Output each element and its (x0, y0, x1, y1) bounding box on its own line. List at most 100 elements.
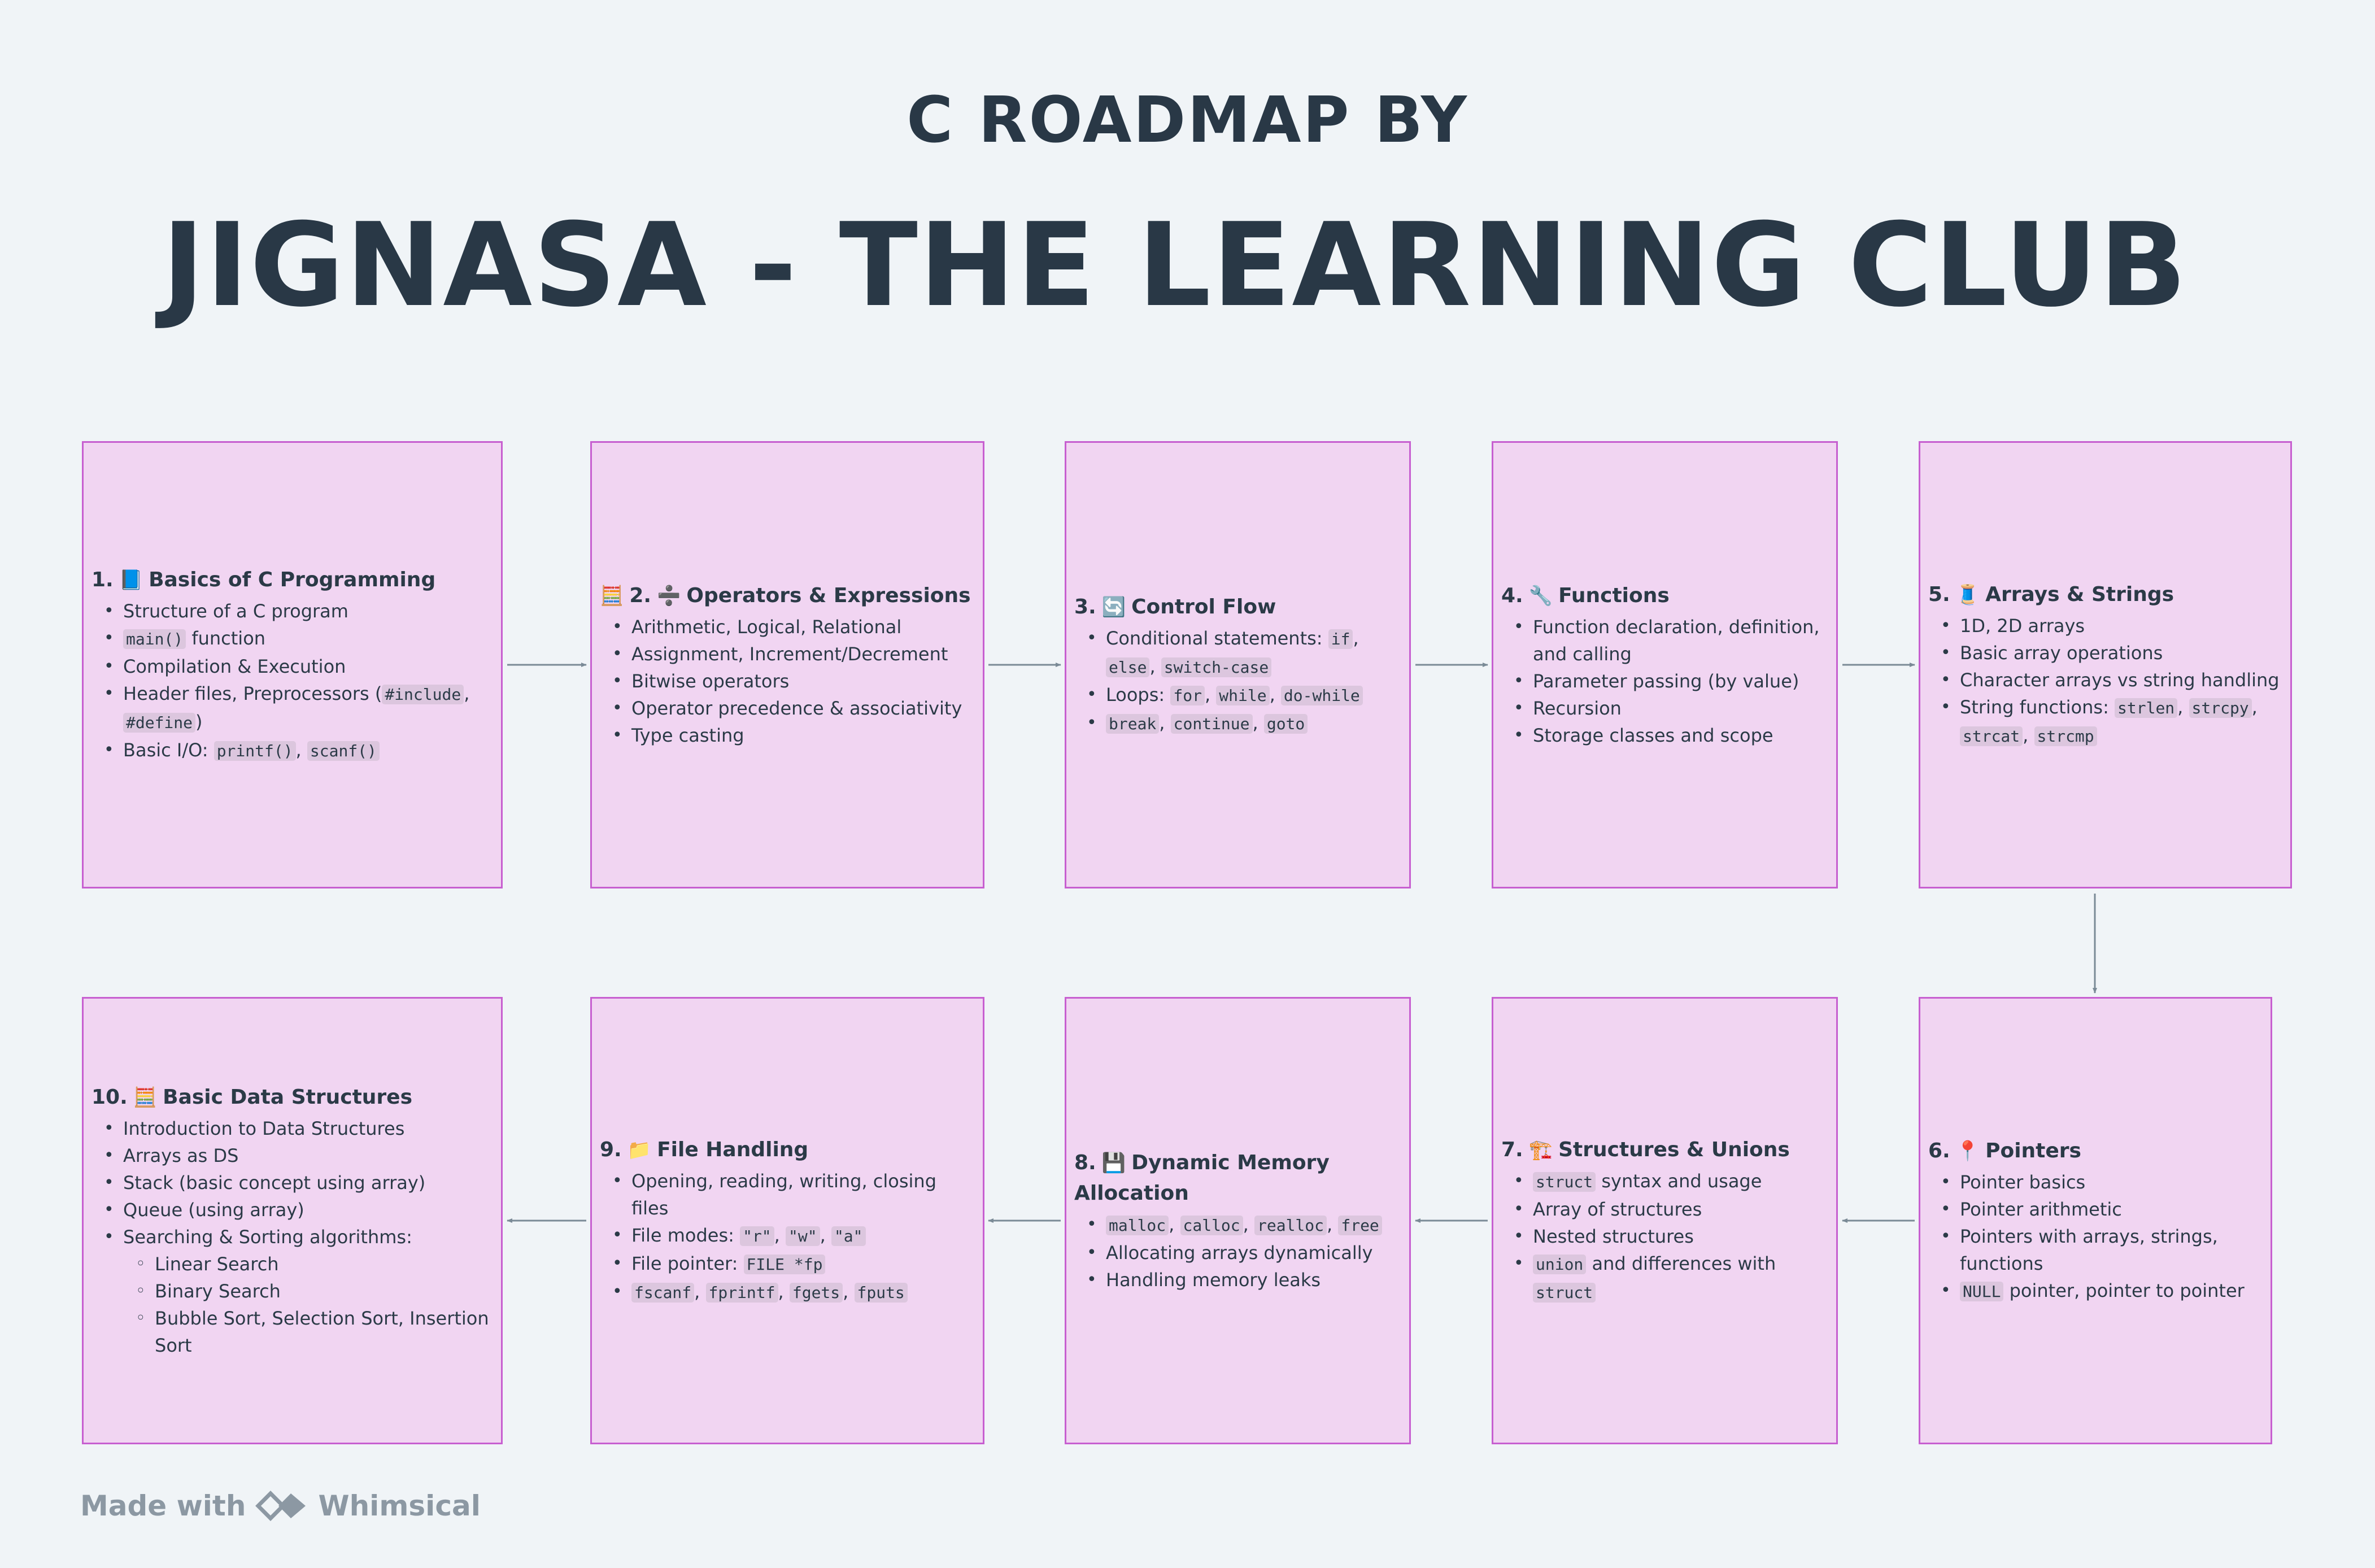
step-title: Pointers (1985, 1139, 2081, 1162)
topic-text: Arrays as DS (123, 1145, 239, 1166)
code-token: "a" (831, 1226, 866, 1246)
topic-text: , (1159, 712, 1171, 734)
topic-item: String functions: strlen, strcpy, strcat… (1941, 694, 2282, 750)
step-title: Structures & Unions (1558, 1138, 1790, 1161)
topic-item: Operator precedence & associativity (612, 695, 975, 722)
step-heading: 1.📘Basics of C Programming (91, 565, 493, 595)
topic-item: fscanf, fprintf, fgets, fputs (612, 1278, 975, 1306)
code-token: while (1216, 686, 1270, 705)
topic-text: Bitwise operators (631, 670, 790, 692)
code-token: do-while (1280, 686, 1363, 705)
topic-text: Storage classes and scope (1533, 725, 1773, 746)
topic-text: Loops: (1106, 684, 1171, 705)
topic-text: , (1252, 712, 1264, 734)
topic-text: , (1269, 684, 1281, 705)
step-number: 3. (1074, 595, 1096, 619)
step-heading: 5.🧵Arrays & Strings (1928, 580, 2282, 610)
step-box-6[interactable]: 6.📍PointersPointer basicsPointer arithme… (1919, 997, 2272, 1444)
step-box-4[interactable]: 4.🔧FunctionsFunction declaration, defini… (1492, 441, 1838, 888)
step-number: 4. (1501, 584, 1523, 607)
topic-text: , (1149, 656, 1161, 677)
topic-text: Introduction to Data Structures (123, 1118, 405, 1139)
step-heading: 7.🏗️Structures & Unions (1501, 1135, 1828, 1165)
topic-list: Arithmetic, Logical, RelationalAssignmen… (600, 613, 975, 749)
code-token: else (1106, 657, 1150, 677)
step-number: 10. (91, 1086, 128, 1109)
step-number: 5. (1928, 583, 1950, 606)
code-token: calloc (1180, 1216, 1243, 1235)
topic-text: Character arrays vs string handling (1960, 669, 2280, 691)
step-title: Basic Data Structures (163, 1086, 413, 1109)
topic-text: , (1353, 628, 1359, 649)
topic-list: Function declaration, definition, and ca… (1501, 613, 1828, 749)
code-token: strcpy (2189, 698, 2252, 718)
topic-list: Structure of a C programmain() functionC… (91, 598, 493, 765)
topic-text: function (186, 628, 266, 649)
step-emoji-icon: 🔧 (1528, 585, 1553, 607)
topic-list: Introduction to Data StructuresArrays as… (91, 1115, 493, 1359)
topic-item: Header files, Preprocessors (#include, #… (104, 680, 493, 737)
topic-text: Assignment, Increment/Decrement (631, 643, 948, 665)
whimsical-brand: Whimsical (318, 1489, 481, 1522)
topic-text: Conditional statements: (1106, 628, 1328, 649)
code-token: scanf() (307, 741, 380, 761)
step-number: 7. (1501, 1138, 1523, 1161)
topic-item: Allocating arrays dynamically (1087, 1239, 1401, 1266)
topic-text: , (774, 1225, 786, 1246)
step-box-5[interactable]: 5.🧵Arrays & Strings 1D, 2D arraysBasic ar… (1919, 441, 2292, 888)
step-emoji-icon: 🧮 (133, 1086, 158, 1109)
topic-text: Pointer basics (1960, 1171, 2086, 1193)
made-with-label: Made with (80, 1489, 246, 1522)
topic-item: Function declaration, definition, and ca… (1514, 613, 1828, 668)
topic-text: , (2023, 725, 2034, 746)
step-box-9[interactable]: 9.📁File HandlingOpening, reading, writin… (590, 997, 984, 1444)
step-box-10[interactable]: 10.🧮Basic Data StructuresIntroduction to… (82, 997, 503, 1444)
step-box-2[interactable]: 🧮2.➗Operators & ExpressionsArithmetic, L… (590, 441, 984, 888)
topic-item: Basic I/O: printf(), scanf() (104, 737, 493, 765)
step-title: Functions (1558, 584, 1670, 607)
step-emoji-icon: 💾 (1101, 1152, 1126, 1174)
topic-text: , (464, 683, 470, 704)
topic-item: Handling memory leaks (1087, 1266, 1401, 1293)
step-heading: 8.💾Dynamic Memory Allocation (1074, 1148, 1401, 1209)
code-token: fputs (854, 1283, 908, 1303)
code-token: strcat (1960, 726, 2023, 746)
step-box-3[interactable]: 3.🔄Control FlowConditional statements: i… (1065, 441, 1411, 888)
topic-text: , (2251, 696, 2258, 718)
topic-item: Conditional statements: if, else, switch… (1087, 625, 1401, 681)
code-token: struct (1533, 1283, 1596, 1303)
topic-text: , (1327, 1214, 1339, 1235)
heading-lead-icon: 🧮 (600, 585, 624, 607)
topic-text: Array of structures (1533, 1199, 1702, 1220)
code-token: realloc (1254, 1216, 1327, 1235)
topic-item: Compilation & Execution (104, 653, 493, 680)
topic-item: File pointer: FILE *fp (612, 1250, 975, 1278)
code-token: fgets (789, 1283, 843, 1303)
made-with-footer[interactable]: Made with Whimsical (80, 1483, 481, 1528)
code-token: #include (382, 685, 464, 704)
subtitle: C ROADMAP BY (907, 84, 1468, 157)
topic-item: Storage classes and scope (1514, 722, 1828, 749)
step-emoji-icon: 📍 (1955, 1140, 1980, 1162)
topic-text: pointer, pointer to pointer (2003, 1280, 2245, 1301)
topic-item: Searching & Sorting algorithms: (104, 1223, 493, 1251)
code-token: fprintf (705, 1283, 778, 1303)
step-number: 6. (1928, 1139, 1950, 1162)
topic-item: Arrays as DS (104, 1142, 493, 1169)
step-heading: 10.🧮Basic Data Structures (91, 1082, 493, 1113)
step-box-1[interactable]: 1.📘Basics of C ProgrammingStructure of a… (82, 441, 503, 888)
step-box-8[interactable]: 8.💾Dynamic Memory Allocationmalloc, call… (1065, 997, 1411, 1444)
topic-text: Bubble Sort, Selection Sort, Insertion S… (155, 1308, 489, 1356)
topic-item: Stack (basic concept using array) (104, 1169, 493, 1196)
topic-item: break, continue, goto (1087, 709, 1401, 738)
topic-item: Nested structures (1514, 1223, 1828, 1250)
step-box-7[interactable]: 7.🏗️Structures & Unions struct syntax and… (1492, 997, 1838, 1444)
topic-text: Header files, Preprocessors ( (123, 683, 382, 704)
topic-item: Basic array operations (1941, 639, 2282, 667)
topic-text: 1D, 2D arrays (1960, 615, 2085, 637)
topic-item: main() function (104, 625, 493, 653)
step-title: Basics of C Programming (149, 568, 436, 591)
topic-text: syntax and usage (1596, 1170, 1762, 1192)
topic-item: Pointer arithmetic (1941, 1196, 2263, 1223)
step-emoji-icon: 📘 (119, 569, 143, 591)
